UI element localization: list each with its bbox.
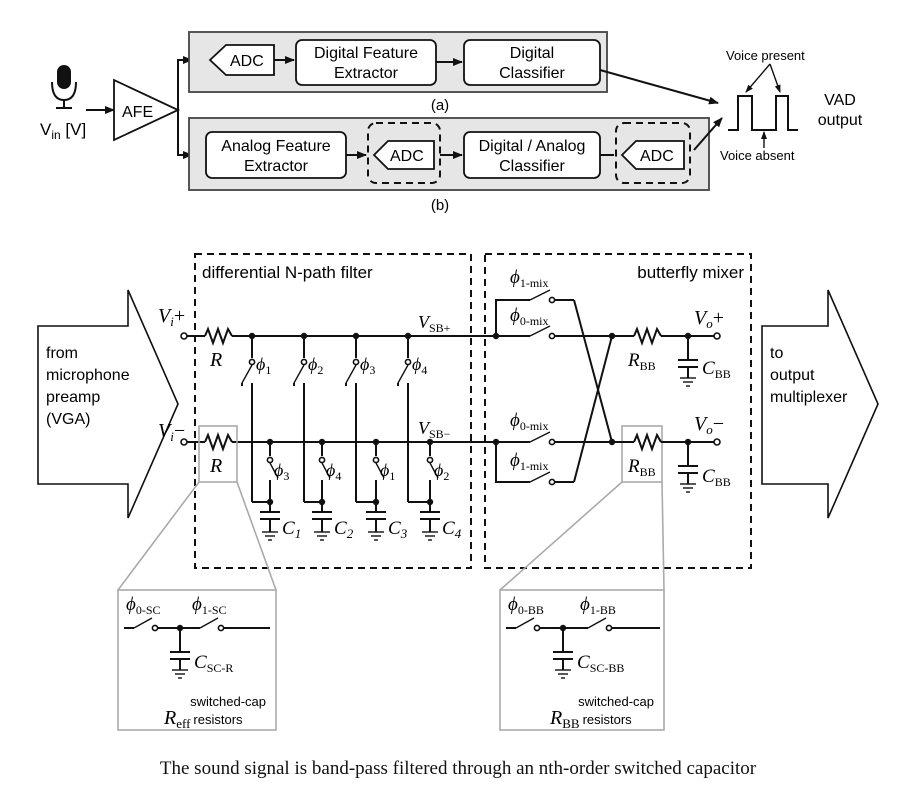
- switch-top-1: [241, 364, 253, 384]
- adc-b2-label: ADC: [640, 148, 674, 165]
- cbb-top-label: CBB: [702, 358, 731, 381]
- vad-output-label: output: [818, 112, 863, 129]
- rbb-top-label: RBB: [627, 350, 656, 373]
- cap-label-4: C4: [442, 518, 462, 541]
- phi-1-mix-top-label: ϕ1-mix: [510, 267, 549, 290]
- adc-a-label: ADC: [230, 53, 264, 70]
- vin-label: Vin [V]: [40, 120, 86, 142]
- digital-classifier-label-2: Classifier: [499, 65, 565, 82]
- from-label-1: from: [46, 345, 78, 362]
- label-b: (b): [431, 197, 449, 214]
- da-classifier-label-1: Digital / Analog: [479, 138, 586, 155]
- resistor-rbb-top: [633, 326, 662, 346]
- voice-absent-label: Voice absent: [720, 148, 795, 163]
- switch-bottom-4: [429, 462, 439, 479]
- switch-bottom-2: [321, 462, 331, 479]
- phi-0-bb-label: ϕ0-BB: [508, 594, 544, 617]
- phase-bottom-3: ϕ1: [380, 460, 395, 483]
- phase-top-2: ϕ2: [308, 354, 323, 377]
- from-label-4: (VGA): [46, 411, 90, 428]
- phase-top-4: ϕ4: [412, 354, 427, 377]
- from-label-2: microphone: [46, 367, 130, 384]
- switch-top-2: [293, 364, 305, 384]
- vad-waveform: Voice present Voice absent VAD output: [720, 48, 863, 163]
- from-label-3: preamp: [46, 389, 100, 406]
- cap-label-2: C2: [334, 518, 354, 541]
- to-label-2: output: [770, 367, 815, 384]
- phi-0-mix-top-label: ϕ0-mix: [510, 305, 549, 328]
- npath-circuit: from microphone preamp (VGA) to output m…: [37, 253, 879, 569]
- vi-minus-label: Vi−: [158, 420, 185, 444]
- r-top-label: R: [209, 349, 222, 371]
- phi-1-mix-bottom-label: ϕ1-mix: [510, 450, 549, 473]
- c-sc-r-label: CSC-R: [194, 652, 233, 675]
- digital-feature-label-2: Extractor: [334, 65, 399, 82]
- afe-amplifier: [113, 78, 181, 142]
- analog-feature-label-2: Extractor: [244, 158, 309, 175]
- r-bottom-label: R: [209, 455, 222, 477]
- butterfly-mixer-switches: [492, 289, 616, 486]
- to-label-1: to: [770, 345, 783, 362]
- to-label-3: multiplexer: [770, 389, 848, 406]
- vo-minus-label: Vo−: [694, 413, 724, 437]
- vad-label: VAD: [824, 92, 856, 109]
- phase-bottom-1: ϕ3: [274, 460, 289, 483]
- cbb-bottom-label: CBB: [702, 466, 731, 489]
- figure-caption: The sound signal is band-pass filtered t…: [159, 758, 757, 779]
- vo-plus-label: Vo+: [694, 307, 724, 331]
- da-classifier-label-2: Classifier: [499, 158, 565, 175]
- cap-label-3: C3: [388, 518, 408, 541]
- switch-bottom-3: [375, 462, 385, 479]
- adc-b1-label: ADC: [390, 148, 424, 165]
- switch-top-3: [345, 364, 357, 384]
- vad-block-diagram: Vin [V] AFE ADC Digital Feature Extracto…: [40, 31, 863, 214]
- label-a: (a): [431, 97, 449, 114]
- phase-bottom-4: ϕ2: [434, 460, 449, 483]
- input-arrow: [37, 289, 179, 519]
- phase-bottom-2: ϕ4: [326, 460, 341, 483]
- mixer-title: butterfly mixer: [637, 263, 744, 282]
- vsb-minus-label: VSB−: [418, 418, 451, 441]
- phi-1-sc-label: ϕ1-SC: [192, 594, 227, 617]
- vi-plus-label: Vi+: [158, 305, 185, 329]
- rbb-bottom-label: RBB: [627, 456, 656, 479]
- switch-bottom-1: [269, 462, 279, 479]
- microphone-icon: [51, 65, 77, 109]
- resistor-r-top: [204, 326, 233, 346]
- right-inset-note: switched-cap: [578, 694, 654, 709]
- digital-classifier-label-1: Digital: [510, 45, 554, 62]
- vsb-plus-label: VSB+: [418, 312, 451, 335]
- phi-0-sc-label: ϕ0-SC: [126, 594, 161, 617]
- resistor-rbb-bottom: [633, 432, 662, 452]
- npath-filter-box: [194, 253, 472, 569]
- phase-top-1: ϕ1: [256, 354, 271, 377]
- analog-feature-label-1: Analog Feature: [221, 138, 331, 155]
- digital-classifier-block: [463, 39, 601, 86]
- c-sc-bb-label: CSC-BB: [577, 652, 624, 675]
- adc-b1-block: [372, 140, 435, 170]
- afe-label: AFE: [122, 104, 153, 121]
- left-inset-note: switched-cap: [190, 694, 266, 709]
- phi-1-bb-label: ϕ1-BB: [580, 594, 616, 617]
- butterfly-mixer-box: [484, 253, 752, 569]
- npath-title: differential N-path filter: [202, 263, 373, 282]
- phi-0-mix-bottom-label: ϕ0-mix: [510, 410, 549, 433]
- cap-label-1: C1: [282, 518, 301, 541]
- resistor-r-bottom: [204, 432, 233, 452]
- output-arrow: [761, 289, 879, 519]
- digital-feature-label-1: Digital Feature: [314, 45, 418, 62]
- adc-b2-block: [620, 140, 685, 170]
- phase-top-3: ϕ3: [360, 354, 375, 377]
- switch-top-4: [397, 364, 409, 384]
- voice-present-label: Voice present: [726, 48, 805, 63]
